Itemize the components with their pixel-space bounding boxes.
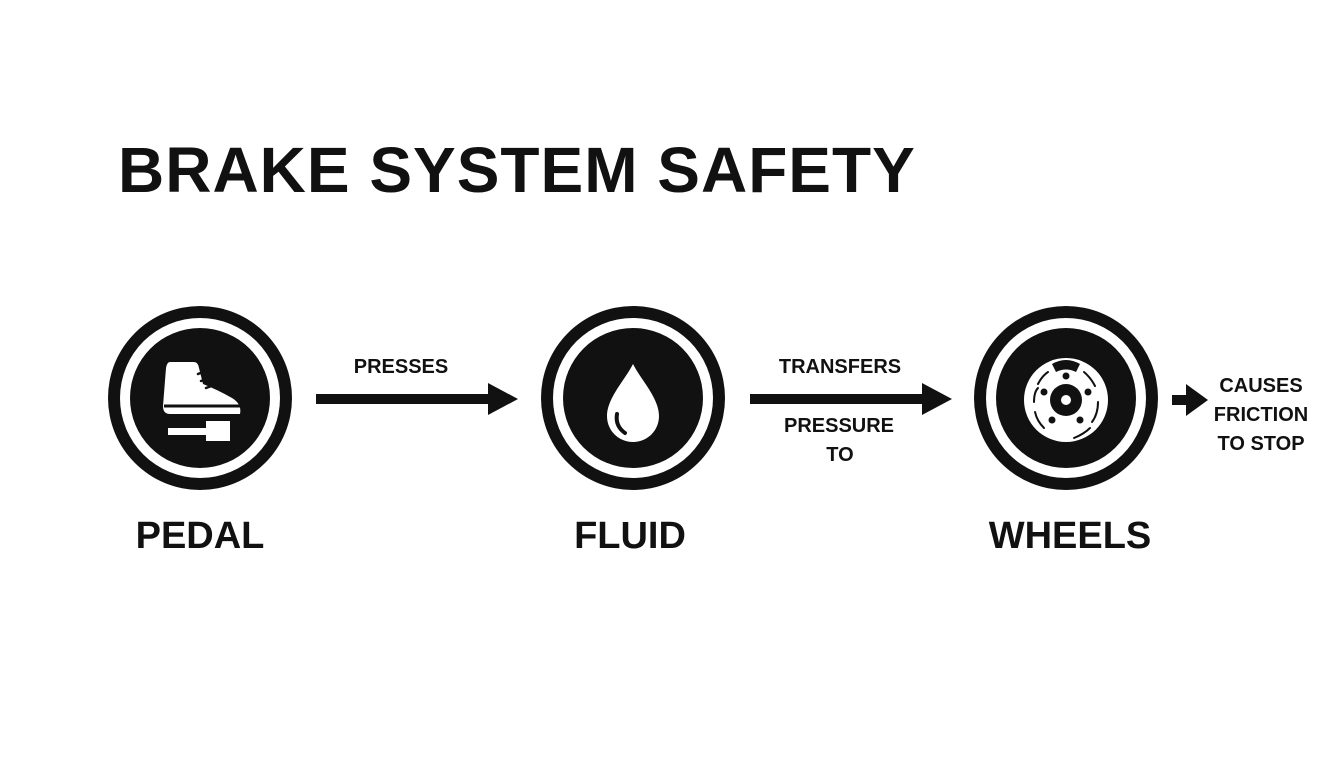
brake-disc-icon xyxy=(974,306,1158,490)
boot-on-pedal-icon xyxy=(108,306,292,490)
pedal-label: PEDAL xyxy=(135,515,265,557)
right-arrow-icon xyxy=(750,383,952,415)
wheels-label: WHEELS xyxy=(988,515,1152,557)
to-label: TO xyxy=(826,444,854,466)
arrow-fluid-to-wheels xyxy=(750,383,952,415)
transfers-label: TRANSFERS xyxy=(778,356,902,378)
right-arrow-icon xyxy=(316,383,518,415)
friction-label: FRICTION xyxy=(1213,404,1309,426)
arrow-wheels-to-result xyxy=(1172,384,1208,416)
pedal-node xyxy=(108,306,292,490)
presses-label: PRESSES xyxy=(353,356,449,378)
fluid-node xyxy=(541,306,725,490)
pressure-label: PRESSURE xyxy=(783,415,895,437)
wheels-node xyxy=(974,306,1158,490)
fluid-drop-icon xyxy=(541,306,725,490)
right-arrow-icon xyxy=(1172,384,1208,416)
diagram-title: BRAKE SYSTEM SAFETY xyxy=(118,134,916,206)
causes-label: CAUSES xyxy=(1219,375,1303,397)
to-stop-label: TO STOP xyxy=(1217,433,1305,455)
fluid-label: FLUID xyxy=(574,515,686,557)
arrow-pedal-to-fluid xyxy=(316,383,518,415)
